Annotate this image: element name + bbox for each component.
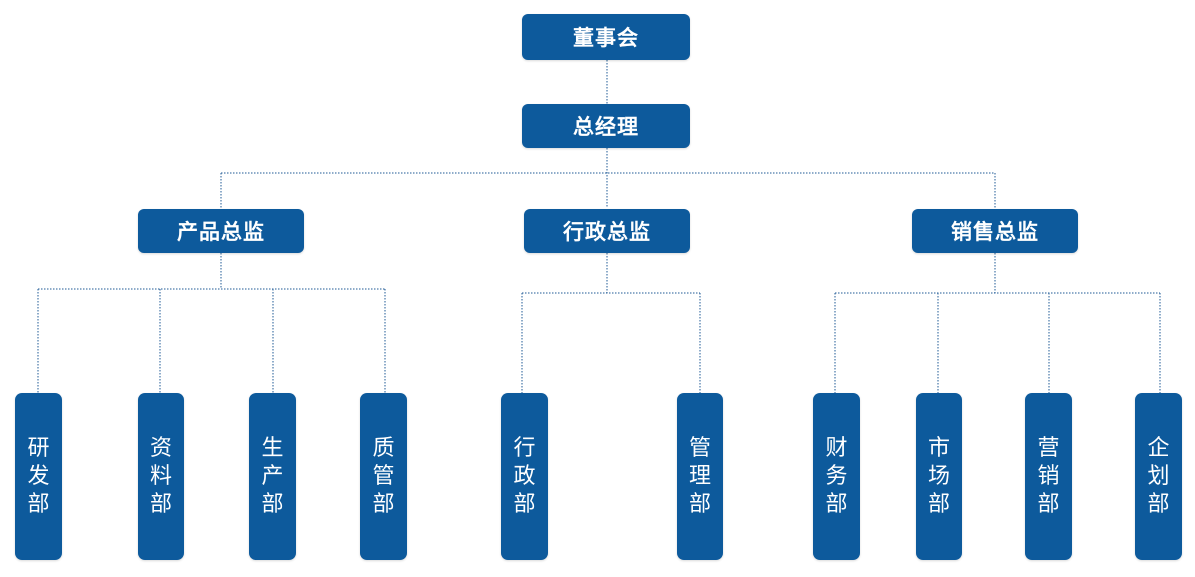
node-dept-label: 质管部 [372, 435, 395, 517]
node-dept-admin: 行政部 [501, 393, 548, 560]
node-director-label: 行政总监 [563, 220, 651, 244]
node-director-sales: 销售总监 [912, 209, 1078, 253]
node-dept-label: 研发部 [27, 435, 50, 517]
node-dept-quality: 质管部 [360, 393, 407, 560]
node-dept-label: 管理部 [689, 435, 712, 517]
node-dept-label: 生产部 [261, 435, 284, 517]
node-dept-production: 生产部 [249, 393, 296, 560]
node-dept-label: 行政部 [513, 435, 536, 517]
node-director-admin: 行政总监 [524, 209, 690, 253]
node-dept-docs: 资料部 [138, 393, 184, 560]
node-dept-market: 市场部 [916, 393, 962, 560]
node-dept-label: 财务部 [825, 435, 848, 517]
node-gm: 总经理 [522, 104, 690, 148]
node-dept-rnd: 研发部 [15, 393, 62, 560]
node-dept-label: 市场部 [928, 435, 951, 517]
node-dept-planning: 企划部 [1135, 393, 1182, 560]
node-director-product: 产品总监 [138, 209, 304, 253]
node-board-label: 董事会 [573, 26, 639, 50]
node-dept-label: 营销部 [1037, 435, 1060, 517]
node-dept-management: 管理部 [677, 393, 723, 560]
node-dept-label: 企划部 [1147, 435, 1170, 517]
node-gm-label: 总经理 [573, 115, 639, 139]
node-director-label: 销售总监 [951, 220, 1039, 244]
node-dept-label: 资料部 [150, 435, 173, 517]
node-board: 董事会 [522, 14, 690, 60]
node-dept-finance: 财务部 [813, 393, 860, 560]
node-dept-marketing: 营销部 [1025, 393, 1072, 560]
node-director-label: 产品总监 [177, 220, 265, 244]
